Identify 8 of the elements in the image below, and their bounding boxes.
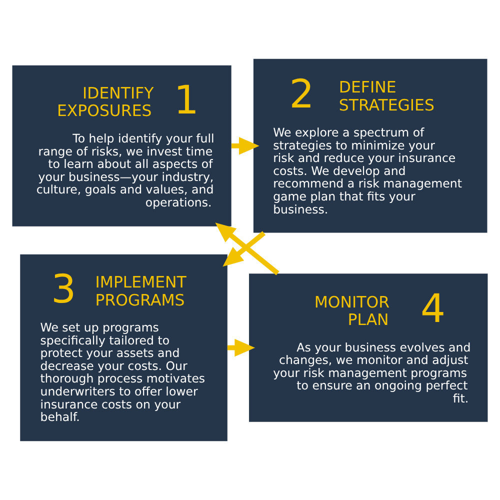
arrow	[227, 338, 256, 357]
node-box: MONITOR PLAN 4 As your business evolves and changes, we monitor and adjust your risk management programs to ensure an ongoing perfect fit.	[249, 274, 488, 422]
arrow	[215, 222, 280, 276]
arrow	[232, 136, 260, 155]
node-box: IDENTIFY EXPOSURES 1 To help identify your full range of risks, we invest time to learn about all aspects of your business—your industry, culture, goals and values, and operations.	[12, 65, 232, 226]
node-box: 2 DEFINE STRATEGIES We explore a spectrum of strategies to minimize your risk and reduce your insurance costs. We develop and recommend a risk management game plan that fits your business.	[253, 58, 488, 233]
arrow	[222, 231, 266, 267]
node-box: 3 IMPLEMENT PROGRAMS We set up programs specifically tailored to protect your assets and decrease your costs. Our thorough process motivates underwriters to offer lower insurance costs on your behalf.	[20, 254, 228, 442]
